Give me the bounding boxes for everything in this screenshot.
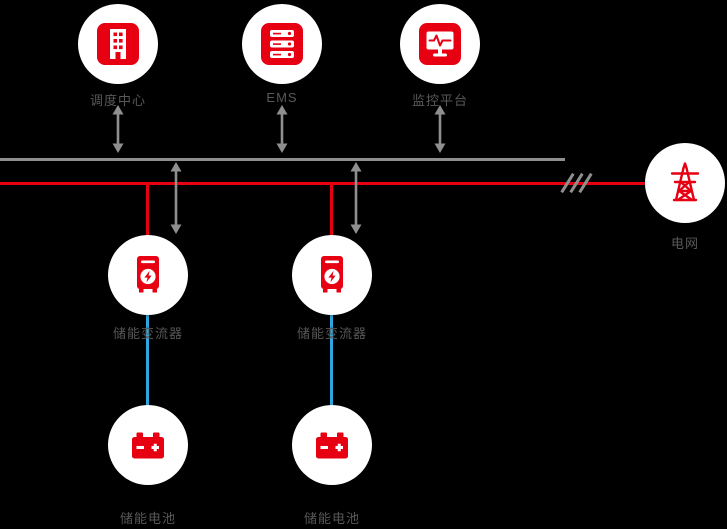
building-icon <box>97 23 139 65</box>
node-battery-1 <box>108 405 188 485</box>
node-label-pcs-1: 储能变流器 <box>112 326 184 341</box>
power-drop-line <box>330 184 333 236</box>
transmission-tower-icon <box>670 162 700 202</box>
power-bus-line <box>0 182 648 185</box>
power-drop-line <box>146 184 149 236</box>
node-label-battery-1: 储能电池 <box>119 511 177 526</box>
node-pcs-1 <box>108 235 188 315</box>
battery-icon <box>316 432 348 459</box>
server-icon <box>261 23 303 65</box>
node-monitoring-platform <box>400 4 480 84</box>
node-pcs-2 <box>292 235 372 315</box>
node-ems <box>242 4 322 84</box>
dc-link-line <box>146 314 149 406</box>
bidirectional-arrow-icon <box>170 162 182 234</box>
node-grid <box>645 143 725 223</box>
communication-bus-line <box>0 158 565 161</box>
dc-link-line <box>330 314 333 406</box>
battery-icon <box>132 432 164 459</box>
node-battery-2 <box>292 405 372 485</box>
node-label-monitoring-platform: 监控平台 <box>411 93 469 108</box>
node-dispatch-center <box>78 4 158 84</box>
node-label-dispatch-center: 调度中心 <box>89 93 147 108</box>
converter-icon <box>137 256 159 293</box>
bidirectional-arrow-icon <box>112 105 124 153</box>
monitor-heartbeat-icon <box>419 23 461 65</box>
node-label-battery-2: 储能电池 <box>303 511 361 526</box>
converter-icon <box>321 256 343 293</box>
node-label-ems: EMS <box>266 90 298 105</box>
bidirectional-arrow-icon <box>276 105 288 153</box>
bidirectional-arrow-icon <box>350 162 362 234</box>
node-label-pcs-2: 储能变流器 <box>296 326 368 341</box>
node-label-grid: 电网 <box>670 236 700 251</box>
bidirectional-arrow-icon <box>434 105 446 153</box>
